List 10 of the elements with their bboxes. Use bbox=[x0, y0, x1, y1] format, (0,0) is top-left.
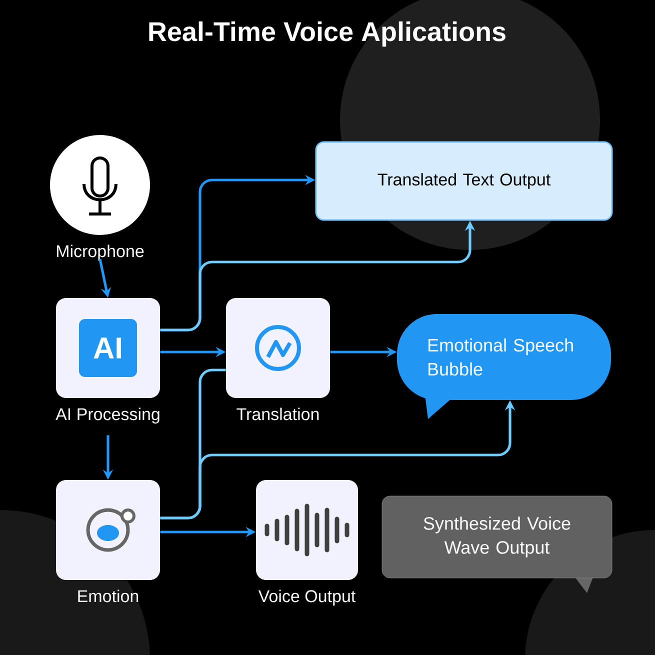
output-box: Translated Text Output bbox=[315, 141, 613, 221]
node-label: Translation bbox=[236, 408, 319, 420]
icon-badge: AI bbox=[79, 319, 137, 377]
title: Real-Time Voice Aplications bbox=[149, 21, 506, 47]
speech-bubble: Synthesized Voice Wave Output bbox=[382, 496, 612, 593]
node-label: AI Processing bbox=[56, 408, 160, 424]
node-label: Microphone bbox=[56, 244, 144, 261]
node-label: Emotion bbox=[78, 590, 138, 602]
speech-bubble: Emotional Speech Bubble bbox=[397, 314, 611, 419]
node-label: Voice Output bbox=[258, 590, 356, 606]
